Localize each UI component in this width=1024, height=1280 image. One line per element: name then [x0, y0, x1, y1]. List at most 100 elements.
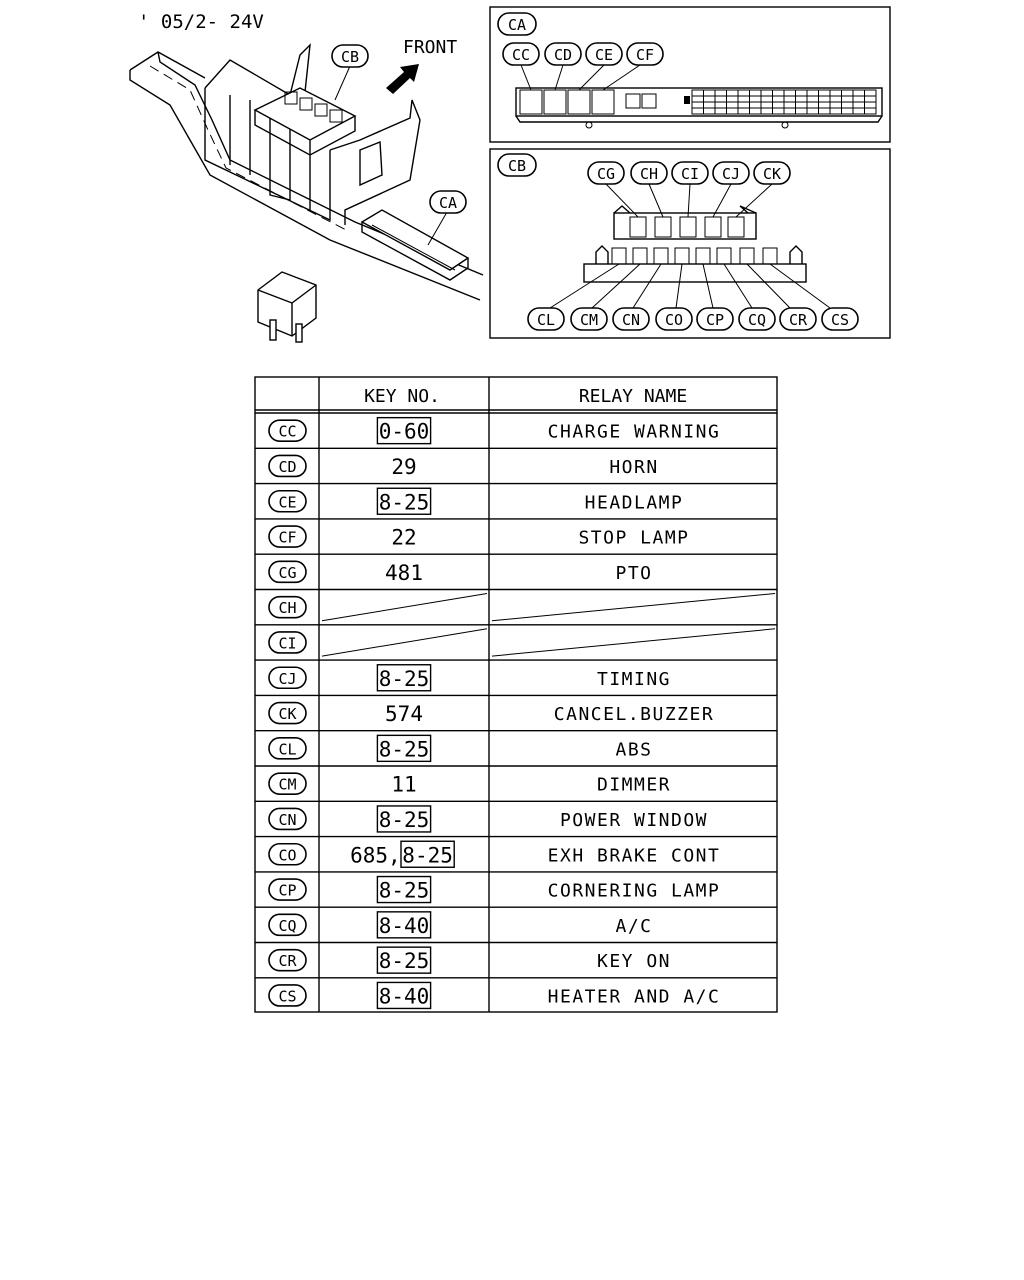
key-number: 0-60 [379, 420, 430, 444]
row-code-callout: CP [268, 878, 307, 901]
svg-text:CH: CH [640, 165, 658, 183]
svg-text:CN: CN [622, 311, 640, 329]
row-code: CJ [278, 670, 296, 688]
svg-text:CK: CK [763, 165, 781, 183]
callout-cd: CD [544, 42, 582, 66]
relay-name: STOP LAMP [578, 528, 689, 549]
svg-text:CI: CI [681, 165, 699, 183]
row-code: CQ [278, 917, 296, 935]
table-row: CC 0-60 CHARGE WARNING [268, 416, 721, 445]
row-code: CE [278, 493, 296, 511]
key-box [376, 734, 432, 763]
svg-text:CJ: CJ [722, 165, 740, 183]
model-note: ' 05/2- 24V [138, 11, 264, 33]
callout-ca-illustration: CA [429, 190, 467, 214]
row-code-callout: CE [268, 489, 307, 513]
key-box [376, 875, 432, 904]
relay-name: CHARGE WARNING [548, 422, 721, 443]
table-row: CI [255, 624, 777, 657]
callout-cj: CJ [712, 161, 750, 185]
callout-cc: CC [502, 42, 540, 66]
key-number: 8-40 [379, 984, 430, 1008]
row-code-callout: CO [268, 842, 307, 866]
callout-ci: CI [671, 161, 709, 185]
svg-text:CQ: CQ [748, 311, 766, 329]
empty-name-slash [491, 628, 776, 657]
row-code-callout: CF [268, 525, 307, 548]
row-code: CR [278, 952, 297, 970]
key-number: 8-25 [379, 737, 430, 761]
row-code-callout: CD [268, 454, 307, 478]
row-code: CF [278, 529, 296, 547]
svg-text:CG: CG [597, 165, 615, 183]
row-code-callout: CR [268, 948, 307, 972]
header-relay-name: RELAY NAME [579, 386, 687, 407]
relay-name: EXH BRAKE CONT [548, 845, 721, 866]
relay-name: DIMMER [597, 775, 671, 796]
row-code-callout: CQ [268, 913, 307, 937]
table-row: CP 8-25 CORNERING LAMP [255, 871, 777, 904]
key-box [376, 416, 432, 445]
key-box [376, 911, 432, 939]
row-code: CM [278, 776, 296, 794]
row-code: CI [278, 634, 296, 652]
svg-text:CB: CB [508, 157, 526, 175]
callout-ch: CH [630, 161, 668, 185]
svg-text:CD: CD [554, 46, 572, 64]
row-code: CG [278, 564, 296, 582]
row-code: CP [278, 882, 296, 900]
row-code: CC [278, 423, 296, 441]
relay-name: PTO [615, 563, 652, 584]
callout-cr: CR [779, 307, 817, 331]
svg-text:CO: CO [665, 311, 683, 329]
row-code-callout: CL [268, 737, 307, 760]
callout-cg: CG [587, 161, 625, 185]
empty-key-slash [321, 628, 488, 657]
callout-cl: CL [527, 307, 565, 331]
header-key-no: KEY NO. [364, 386, 440, 407]
key-number: 29 [391, 455, 416, 479]
relay-name: TIMING [597, 669, 671, 690]
table-row: CR 8-25 KEY ON [255, 941, 777, 974]
panel-cb: CB CG CH CI [489, 148, 891, 339]
relay-name: KEY ON [597, 951, 671, 972]
key-number: 22 [391, 526, 416, 550]
key-number: 8-25 [379, 879, 430, 903]
key-box [376, 805, 432, 833]
callout-ce: CE [585, 42, 623, 66]
callout-cn: CN [612, 307, 650, 331]
svg-text:CE: CE [595, 46, 613, 64]
key-number: 11 [391, 773, 416, 797]
svg-text:CA: CA [439, 194, 457, 212]
key-box [376, 981, 432, 1010]
row-code: CK [278, 705, 296, 723]
key-box [376, 664, 432, 692]
relay-name: A/C [615, 916, 652, 937]
key-number: 8-25 [379, 808, 430, 832]
relay-icon [257, 271, 317, 343]
row-code-callout: CI [268, 631, 307, 654]
row-code: CO [278, 846, 296, 864]
table-row: CF 22 STOP LAMP [255, 518, 777, 550]
table-row: CM 11 DIMMER [255, 765, 777, 797]
callout-cb-illustration: CB [331, 44, 369, 68]
key-number: 8-25 [379, 949, 430, 973]
svg-text:CF: CF [636, 46, 654, 64]
relay-name: POWER WINDOW [560, 810, 708, 831]
callout-cq: CQ [738, 307, 776, 331]
callout-cp: CP [696, 307, 734, 331]
relay-name: CORNERING LAMP [548, 881, 721, 902]
callout-ck: CK [753, 161, 791, 185]
key-number: 8-25 [379, 490, 430, 514]
svg-text:CM: CM [580, 311, 598, 329]
row-code-callout: CC [268, 419, 307, 442]
svg-text:CS: CS [831, 311, 849, 329]
